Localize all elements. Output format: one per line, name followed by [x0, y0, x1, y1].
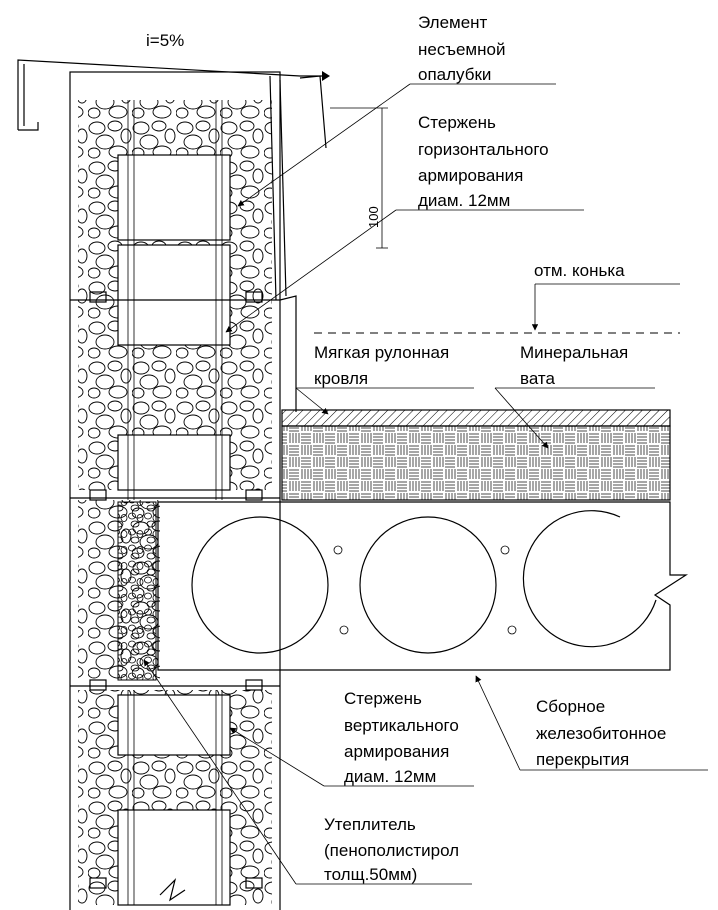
svg-text:Утеплитель: Утеплитель — [324, 815, 416, 834]
svg-text:толщ.50мм): толщ.50мм) — [324, 865, 417, 884]
wall-block — [69, 71, 281, 910]
svg-text:диам. 12мм: диам. 12мм — [418, 191, 510, 210]
svg-text:опалубки: опалубки — [418, 65, 491, 84]
svg-text:диам. 12мм: диам. 12мм — [344, 767, 436, 786]
label-horizontal-rebar: Стержень горизонтального армирования диа… — [418, 113, 549, 210]
svg-text:армирования: армирования — [344, 742, 449, 761]
roof-buildup — [279, 295, 680, 501]
label-insulation: Утеплитель (пенополистирол толщ.50мм) — [324, 815, 459, 884]
svg-text:кровля: кровля — [314, 369, 368, 388]
svg-text:Стержень: Стержень — [418, 113, 496, 132]
label-mineral-wool: Минеральная вата — [520, 343, 628, 388]
svg-text:Минеральная: Минеральная — [520, 343, 628, 362]
svg-text:Элемент: Элемент — [418, 13, 488, 32]
svg-text:Мягкая рулонная: Мягкая рулонная — [314, 343, 449, 362]
svg-text:армирования: армирования — [418, 166, 523, 185]
hollow-core-slab — [157, 501, 689, 671]
svg-text:перекрытия: перекрытия — [536, 750, 629, 769]
svg-text:горизонтального: горизонтального — [418, 140, 549, 159]
label-precast-slab: Сборное железобитонное перекрытия — [536, 697, 666, 769]
svg-text:(пенополистирол: (пенополистирол — [324, 841, 459, 860]
svg-text:Стержень: Стержень — [344, 689, 422, 708]
svg-text:железобитонное: железобитонное — [536, 724, 666, 743]
label-formwork: Элемент несъемной опалубки — [418, 13, 505, 84]
leader-lines — [143, 83, 708, 885]
dimension-100: 100 — [330, 107, 388, 249]
label-ridge: отм. конька — [534, 261, 625, 280]
svg-text:несъемной: несъемной — [418, 40, 505, 59]
svg-text:вертикального: вертикального — [344, 716, 459, 735]
label-vertical-rebar: Стержень вертикального армирования диам.… — [344, 689, 459, 786]
dimension-text: 100 — [366, 206, 381, 228]
svg-text:Сборное: Сборное — [536, 697, 605, 716]
slope-label: i=5% — [146, 31, 184, 50]
svg-text:вата: вата — [520, 369, 556, 388]
label-soft-roof: Мягкая рулонная кровля — [314, 343, 449, 388]
